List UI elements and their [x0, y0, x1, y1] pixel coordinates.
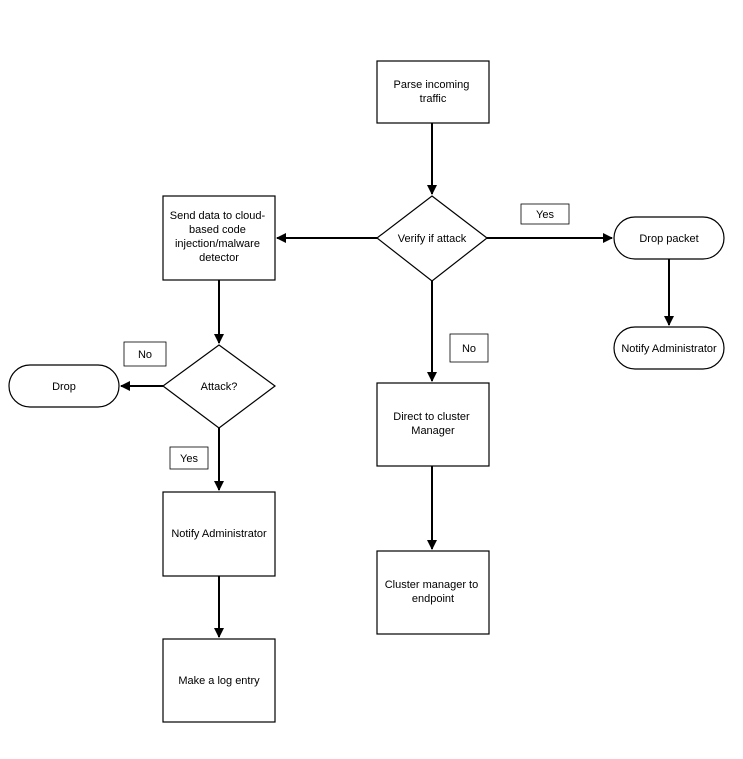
terminator-notify-right-text: Notify Administrator — [621, 343, 717, 355]
edge-label-verify-no-text: No — [462, 343, 476, 355]
node-make-log-entry: Make a log entry — [162, 638, 276, 723]
node-direct-to-cluster-manager: Direct to cluster Manager — [376, 382, 490, 467]
terminator-drop: Drop — [8, 364, 120, 408]
edge-label-attack-no-text: No — [138, 349, 152, 361]
node-cluster-text: Cluster manager to endpoint — [385, 579, 482, 605]
node-send-text: Send data to cloud- based code injection… — [170, 210, 268, 264]
node-direct-text: Direct to cluster Manager — [393, 411, 472, 437]
decision-verify-if-attack: Verify if attack — [376, 195, 488, 282]
node-send-data-to-detector: Send data to cloud- based code injection… — [162, 195, 276, 281]
edge-label-verify-yes-text: Yes — [536, 209, 554, 221]
decision-verify-text: Verify if attack — [398, 233, 467, 245]
edge-label-attack-yes: Yes — [169, 446, 209, 470]
node-log-text: Make a log entry — [178, 675, 260, 687]
node-notify-left-text: Notify Administrator — [171, 528, 267, 540]
edge-label-attack-yes-text: Yes — [180, 453, 198, 465]
edge-label-attack-no: No — [123, 341, 167, 367]
terminator-drop-packet: Drop packet — [613, 216, 725, 260]
terminator-drop-packet-text: Drop packet — [639, 233, 698, 245]
connectors — [120, 123, 674, 638]
node-cluster-manager-to-endpoint: Cluster manager to endpoint — [376, 550, 490, 635]
decision-attack-text: Attack? — [201, 381, 238, 393]
terminator-drop-text: Drop — [52, 381, 76, 393]
node-notify-administrator-left: Notify Administrator — [162, 491, 276, 577]
edge-label-verify-no: No — [449, 333, 489, 363]
edge-label-verify-yes: Yes — [520, 203, 570, 225]
decision-attack: Attack? — [161, 344, 277, 429]
node-parse-text: Parse incoming traffic — [394, 79, 473, 105]
terminator-notify-administrator-right: Notify Administrator — [613, 326, 725, 370]
node-parse-incoming-traffic: Parse incoming traffic — [376, 60, 490, 124]
